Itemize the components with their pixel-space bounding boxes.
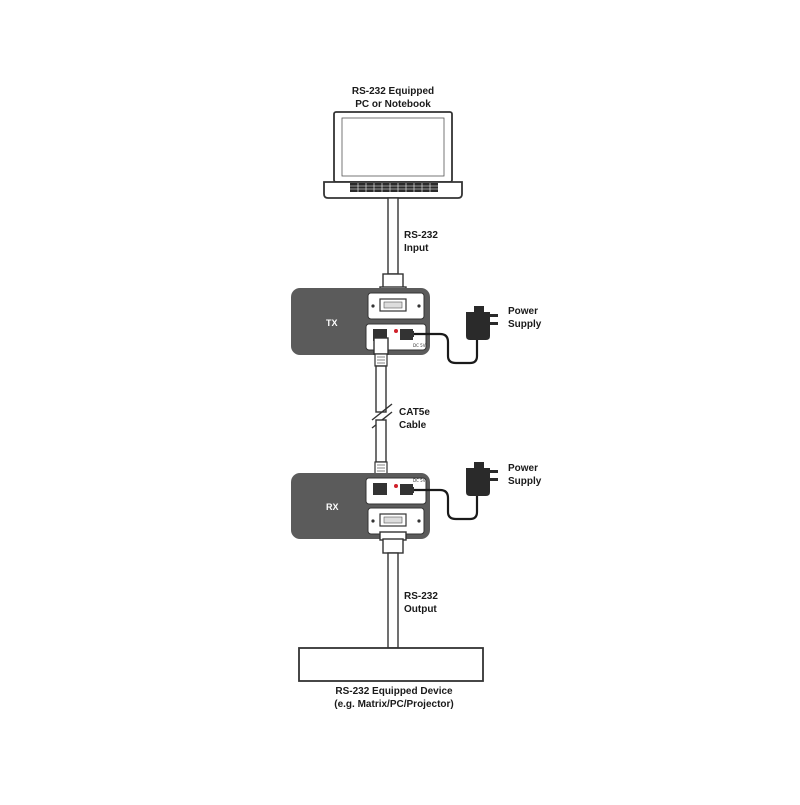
rx-power-supply-label: Power Supply: [508, 463, 541, 488]
rs232-output-label: RS-232 Output: [404, 591, 438, 616]
rs232-input-label: RS-232 Input: [404, 230, 438, 255]
rx-label: RX: [326, 502, 339, 512]
tx-unit: DC 5V: [291, 288, 430, 355]
rs232-input-cable: [379, 197, 407, 296]
device-label-line1: RS-232 Equipped Device: [335, 686, 453, 697]
tx-power-supply-icon: [405, 306, 498, 365]
device-label: RS-232 Equipped Device (e.g. Matrix/PC/P…: [334, 686, 453, 711]
svg-text:DC 5V: DC 5V: [413, 478, 426, 483]
svg-text:DC 5V: DC 5V: [413, 343, 426, 348]
cat5e-label: CAT5e Cable: [399, 407, 430, 432]
cat5e-label-line1: CAT5e: [399, 407, 430, 418]
rs232-input-label-line2: Input: [404, 242, 429, 254]
tx-power-supply-label-line1: Power: [508, 306, 539, 317]
rx-power-supply-icon: [405, 462, 498, 521]
rx-power-supply-label-line2: Supply: [508, 475, 542, 487]
rs232-output-label-line1: RS-232: [404, 591, 438, 602]
rs232-input-label-line1: RS-232: [404, 230, 438, 241]
pc-label-line1: RS-232 Equipped: [351, 86, 435, 97]
rx-power-supply-label-line1: Power: [508, 463, 539, 474]
device-label-line2: (e.g. Matrix/PC/Projector): [334, 698, 454, 710]
tx-power-supply-label: Power Supply: [508, 306, 541, 331]
rs232-output-label-line2: Output: [404, 603, 437, 615]
tx-label: TX: [326, 318, 338, 328]
tx-power-supply-label-line2: Supply: [508, 318, 542, 330]
pc-label: RS-232 Equipped PC or Notebook: [352, 86, 434, 111]
rs232-output-cable: [379, 531, 407, 649]
laptop-icon: [323, 111, 463, 199]
cat5e-cable: [371, 337, 393, 487]
pc-label-line2: PC or Notebook: [355, 98, 431, 110]
cat5e-label-line2: Cable: [399, 419, 427, 431]
rx-unit: DC 5V: [291, 473, 430, 539]
rs232-device-box: [298, 647, 484, 682]
